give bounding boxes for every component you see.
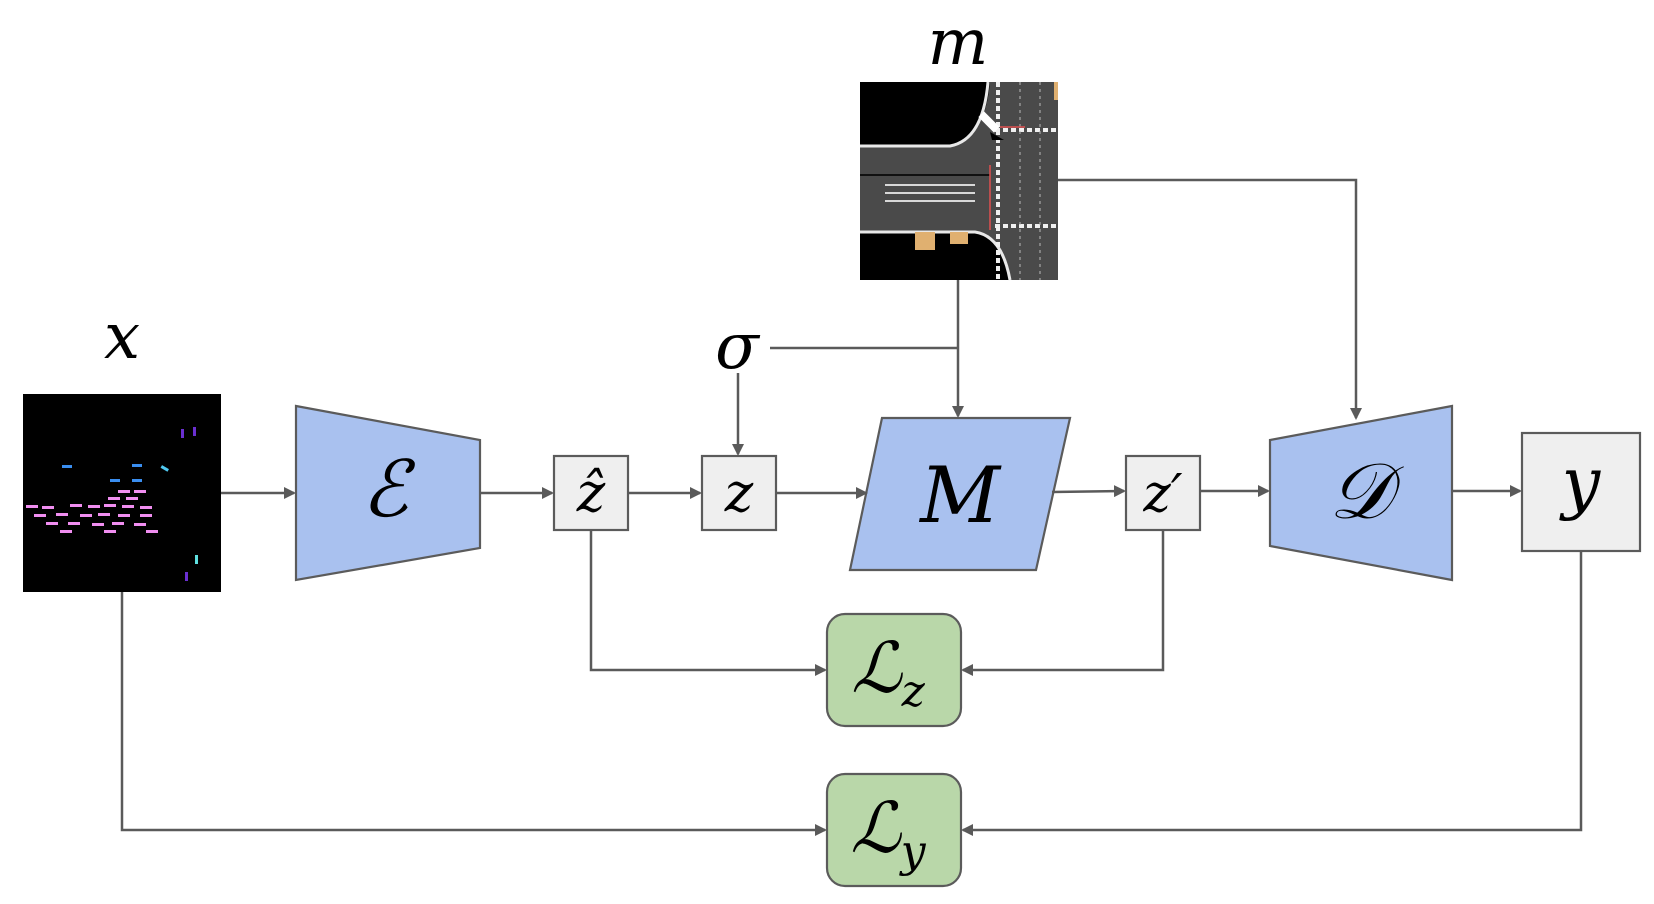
edge-y-to-lossy xyxy=(961,551,1583,836)
model-label: M xyxy=(918,451,1002,541)
loss-y-label: ℒy xyxy=(850,787,926,877)
edge-zhat-to-lossz xyxy=(589,530,827,676)
x-label: x xyxy=(104,300,140,374)
encoder-label: ℰ xyxy=(361,445,416,535)
z-prime-node xyxy=(1124,454,1202,532)
edge-x-to-lossy xyxy=(120,592,827,836)
z-hat-label: ẑ xyxy=(576,461,606,524)
sigma-label: σ xyxy=(715,310,761,384)
m-label: m xyxy=(928,6,989,80)
edges xyxy=(120,178,1583,836)
model-node xyxy=(848,416,1072,572)
input-occupancy-image xyxy=(23,394,221,592)
loss-z-label: ℒz xyxy=(851,627,925,717)
loss-z-main: ℒ xyxy=(851,627,903,709)
loss-y-main: ℒ xyxy=(850,787,902,869)
y-label: y xyxy=(1559,444,1602,523)
z-label: z xyxy=(724,461,754,524)
z-prime-label: z′ xyxy=(1142,464,1182,524)
map-image xyxy=(860,81,1058,281)
loss-z-subscript: z xyxy=(901,666,926,717)
edge-map-to-decoder xyxy=(1058,178,1362,420)
encoder-node xyxy=(294,404,482,582)
edge-zprime-to-lossz xyxy=(961,530,1165,676)
loss-y-subscript: y xyxy=(899,826,927,877)
decoder-node xyxy=(1268,404,1454,582)
edge-model-to-zprime xyxy=(1051,485,1126,498)
y-node xyxy=(1520,431,1642,553)
